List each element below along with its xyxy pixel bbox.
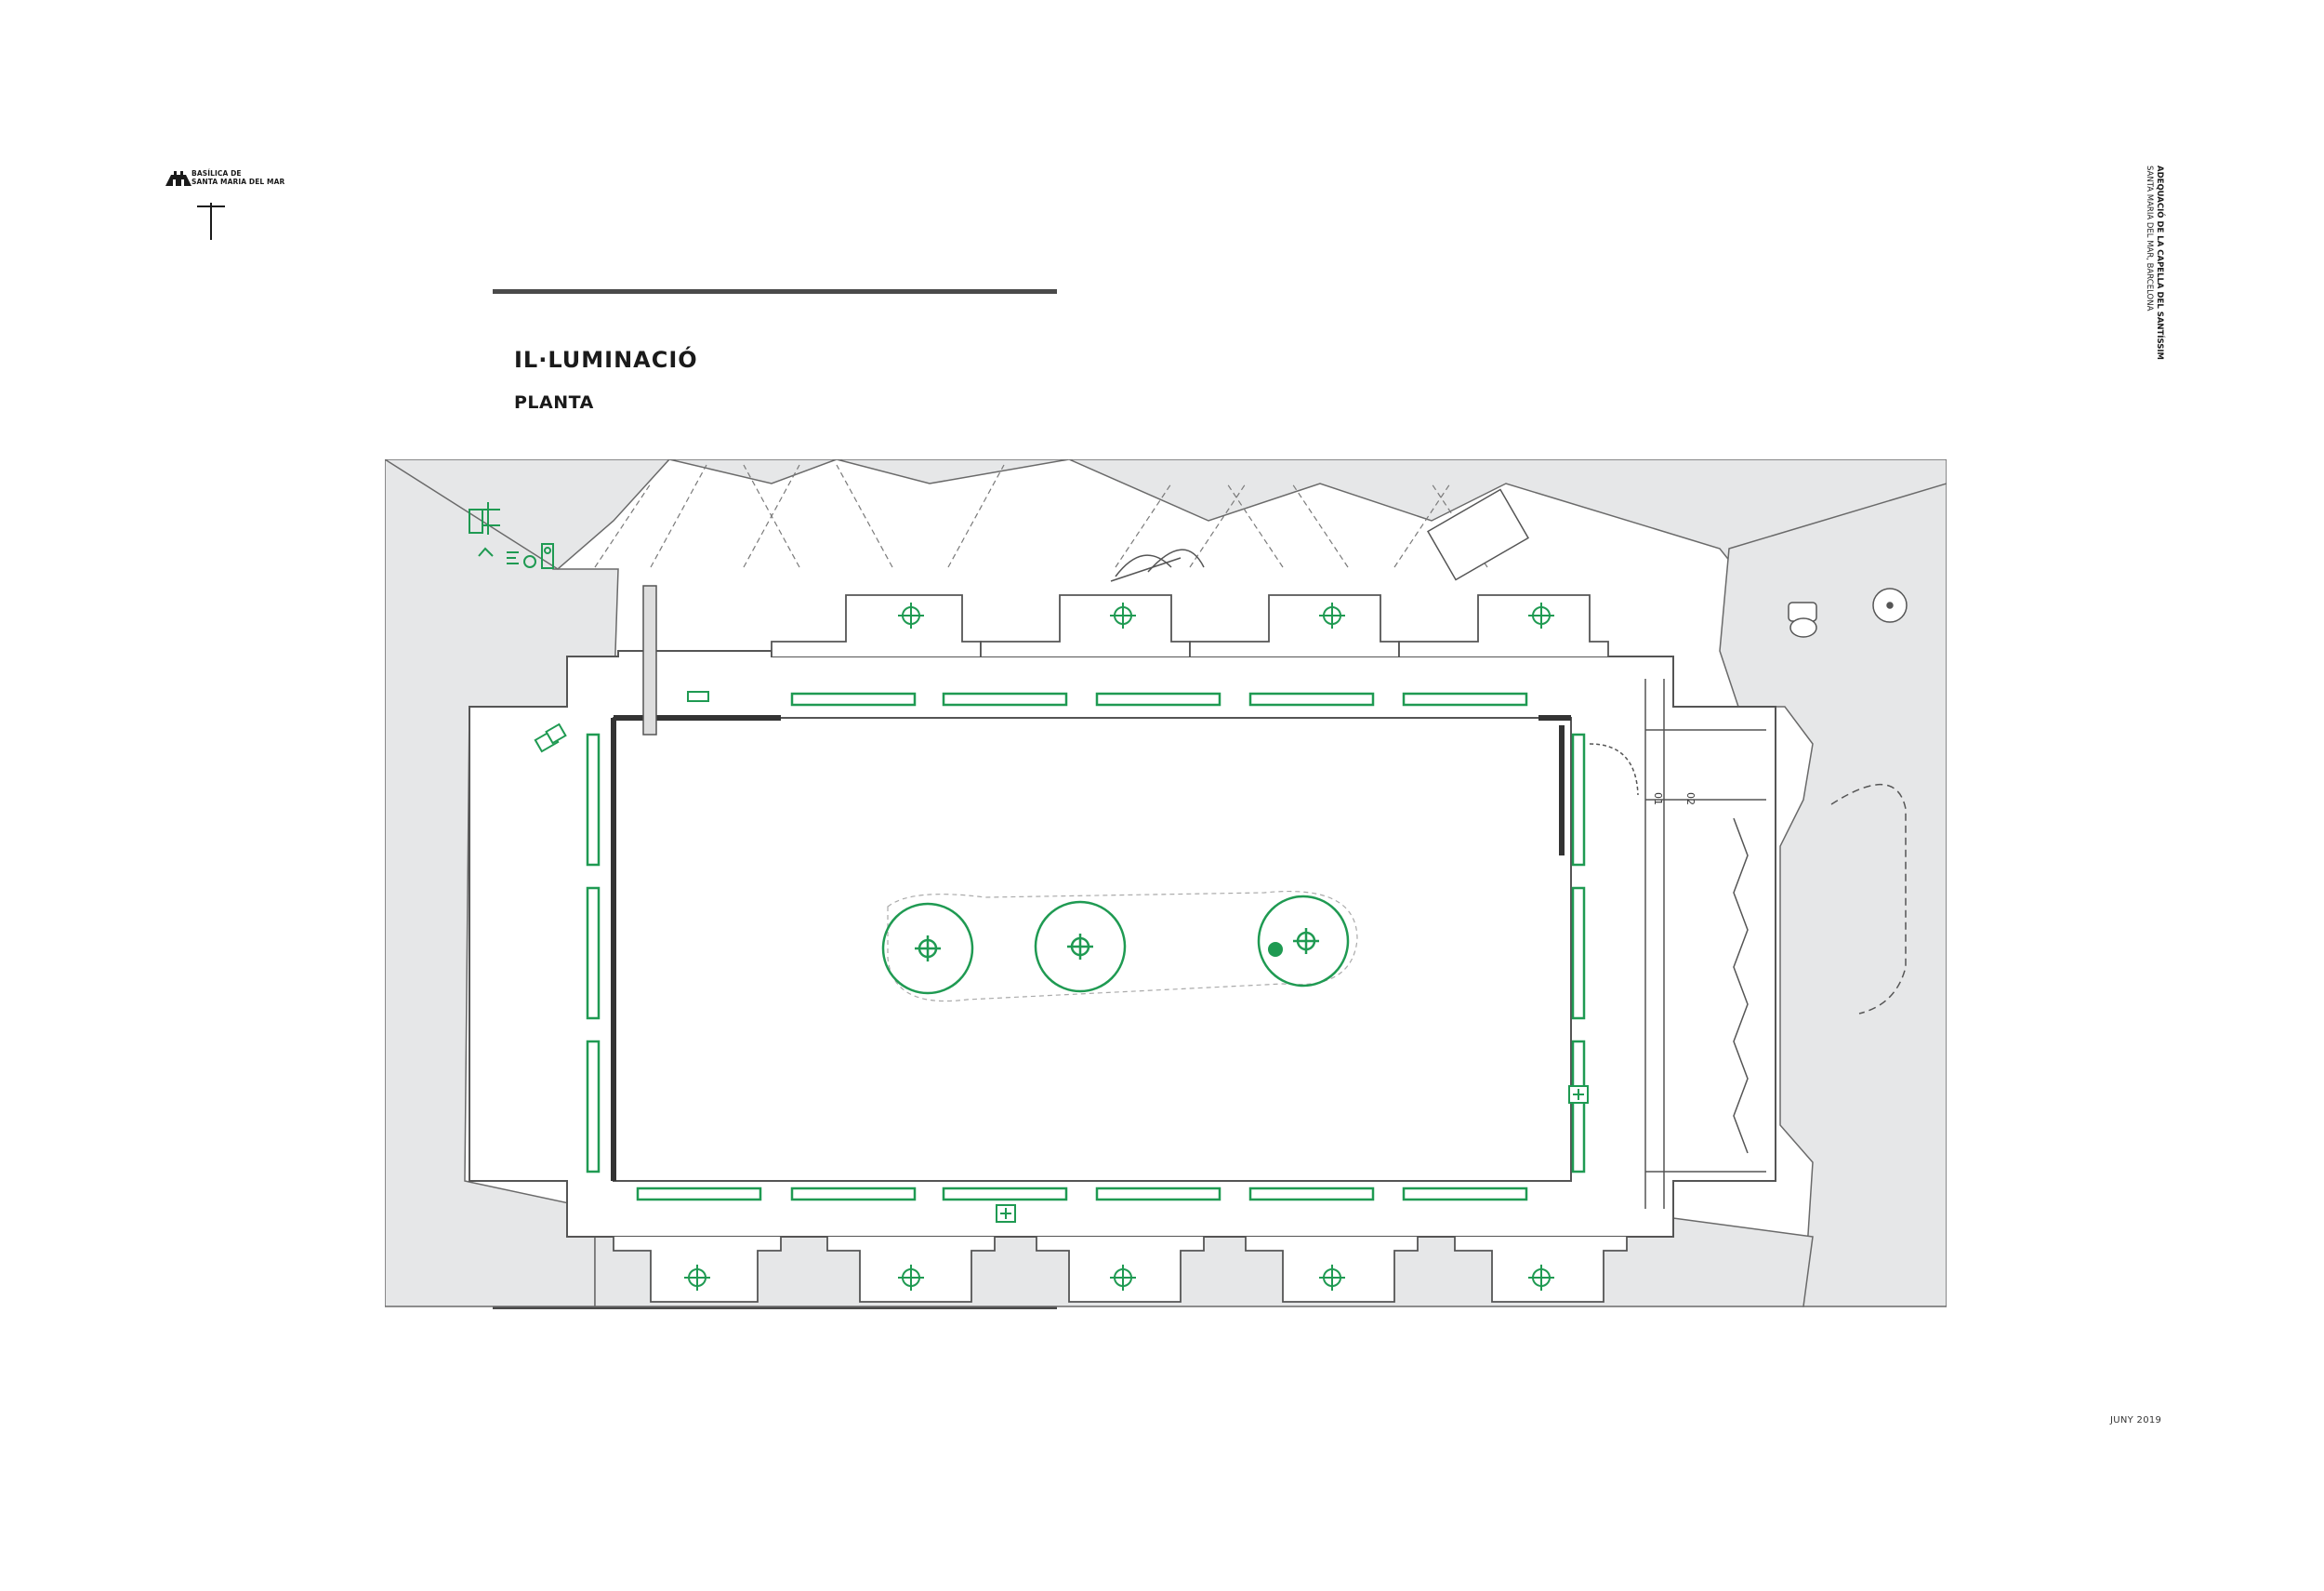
central-pendants — [881, 895, 1350, 995]
entrance-area — [1589, 679, 1907, 1209]
top-divider — [493, 289, 1057, 294]
spotlight-icon — [1110, 603, 1136, 629]
vault-ribs — [594, 464, 1488, 568]
led-strip-icon — [1095, 1187, 1221, 1201]
bottom-divider — [493, 1306, 1057, 1309]
led-strip-icon — [1571, 886, 1586, 1020]
spotlight-icon — [1293, 928, 1319, 954]
project-note-location: SANTA MARIA DEL MAR, BARCELONA — [2145, 166, 2154, 312]
led-strip-icon — [586, 886, 601, 1020]
spotlight-icon — [898, 1265, 924, 1291]
spotlight-icon — [915, 935, 941, 961]
door-label-1: 01 — [1652, 792, 1664, 805]
led-strip-icon — [1248, 692, 1375, 707]
equipment-cluster — [469, 502, 554, 569]
right-fixtures — [1788, 588, 1908, 638]
spotlight-icon — [1319, 1265, 1345, 1291]
spotlight-icon — [534, 723, 567, 753]
led-strip-icon — [1571, 733, 1586, 867]
led-strip-icon — [942, 692, 1068, 707]
platform-outline — [887, 890, 1358, 1002]
basilica-logo: BASÍLICA DE SANTA MARIA DEL MAR — [165, 167, 284, 190]
top-alcoves — [771, 594, 1609, 656]
emergency-exit-icon — [687, 691, 709, 702]
emergency-exit-icon — [1568, 1085, 1589, 1104]
spotlight-icon — [1319, 603, 1345, 629]
led-strip-icon — [1402, 692, 1528, 707]
emergency-exit-icon — [996, 1204, 1016, 1223]
project-note: ADEQUACIÓ DE LA CAPELLA DEL SANTÍSSIM SA… — [2134, 166, 2172, 360]
led-strip-icon — [790, 692, 917, 707]
upper-doors — [1110, 488, 1529, 582]
spotlight-icon — [684, 1265, 710, 1291]
spotlight-icon — [1528, 1265, 1554, 1291]
project-note-title: ADEQUACIÓ DE LA CAPELLA DEL SANTÍSSIM — [2155, 166, 2164, 360]
led-strip-icon — [790, 1187, 917, 1201]
page-title: IL·LUMINACIÓ — [514, 347, 698, 373]
inner-enclosure — [611, 585, 1572, 1182]
led-strip-icon — [1402, 1187, 1528, 1201]
spotlight-icon — [1110, 1265, 1136, 1291]
led-strips — [586, 692, 1586, 1201]
drawing-date: JUNY 2019 — [2110, 1415, 2162, 1425]
led-strip-icon — [586, 733, 601, 867]
basilica-logo-icon — [165, 171, 191, 186]
led-strip-icon — [1571, 1040, 1586, 1173]
logo-text-line2: SANTA MARIA DEL MAR — [191, 178, 285, 186]
led-strip-icon — [586, 1040, 601, 1173]
alcove-spotlights — [684, 603, 1554, 1291]
spotlight-icon — [1528, 603, 1554, 629]
logo-text: BASÍLICA DE SANTA MARIA DEL MAR — [191, 169, 284, 186]
door-label-2: 02 — [1684, 792, 1697, 805]
floor-plan: 01 02 — [385, 459, 1947, 1307]
chapel-walls — [469, 650, 1776, 1238]
led-strip-icon — [942, 1187, 1068, 1201]
led-strip-icon — [636, 1187, 762, 1201]
spotlight-icon — [898, 603, 924, 629]
logo-text-line1: BASÍLICA DE — [191, 169, 242, 178]
spotlight-icon — [1067, 934, 1093, 960]
emergency-lights — [534, 691, 1589, 1223]
page-subtitle: PLANTA — [514, 392, 594, 413]
led-strip-icon — [1248, 1187, 1375, 1201]
north-arrow-icon — [197, 203, 225, 240]
led-strip-icon — [1095, 692, 1221, 707]
